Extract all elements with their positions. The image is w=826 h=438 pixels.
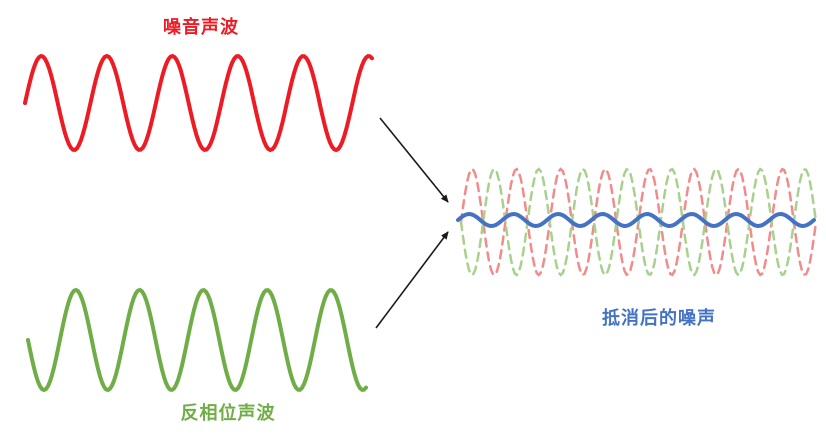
residual-wave-curve [456,211,816,229]
combined-antiphase-dashed-curve [459,167,818,277]
antiphase-wave-label: 反相位声波 [180,403,276,423]
cancelled-noise-label: 抵消后的噪声 [602,308,716,328]
antiphase-wave-curve [26,287,368,393]
arrow-top [379,117,449,203]
noise-wave-curve [23,53,374,153]
noise-wave-label: 噪音声波 [163,17,239,37]
arrow-bottom [375,231,449,329]
